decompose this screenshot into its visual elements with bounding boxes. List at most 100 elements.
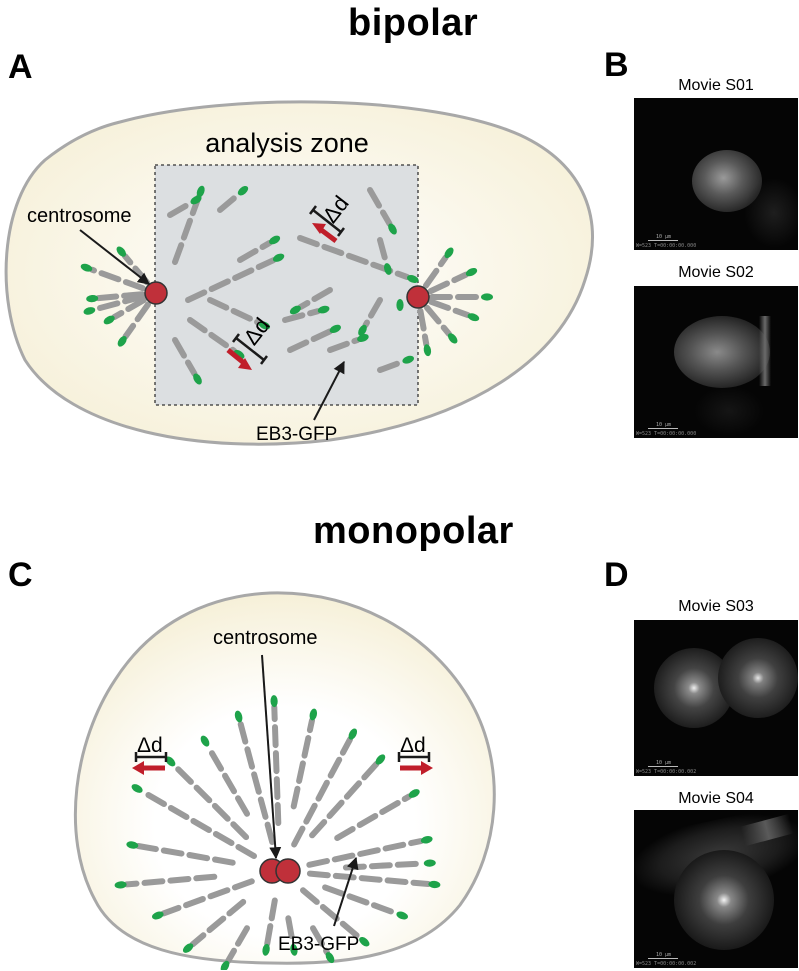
eb3-comet <box>103 315 115 325</box>
microtubule-segment <box>251 771 262 795</box>
microtubule-segment <box>379 800 401 815</box>
eb3-comet <box>423 344 432 357</box>
microtubule-segment <box>401 793 412 802</box>
microtubule-segment <box>122 253 134 266</box>
panel-label-b: B <box>604 46 629 84</box>
microtubule-segment <box>287 339 310 353</box>
eb3-comet <box>182 943 194 953</box>
svg-text:Δd: Δd <box>137 734 163 757</box>
microtubule-segment <box>122 322 137 340</box>
movie-label-s02: Movie S02 <box>678 264 754 281</box>
microtubule-segment <box>410 879 432 887</box>
eb3-pointer <box>313 360 345 421</box>
microtubule-segment <box>172 242 185 265</box>
microtubule-segment <box>331 852 356 863</box>
eb3-comet <box>220 960 230 970</box>
microtubule-segment <box>235 925 250 947</box>
microtubule-segment <box>183 896 206 909</box>
movie-image-s03[interactable]: 10 µm W=523 T=00:00:00.002 <box>634 620 798 776</box>
eb3-comet <box>325 952 335 964</box>
eb3-comet <box>317 305 330 314</box>
microtubule-segment <box>185 289 208 303</box>
microtubule-segment <box>134 301 151 323</box>
eb3-comet <box>237 185 249 196</box>
microtubule-segment <box>121 291 146 299</box>
microtubule-segment <box>111 310 125 320</box>
microtubule-layer <box>89 187 479 377</box>
cell-outline <box>73 591 496 965</box>
microtubule-segment <box>358 875 383 883</box>
microtubule-segment <box>309 819 328 839</box>
eb3-comet <box>420 836 433 844</box>
microtubule-segment <box>384 877 409 885</box>
microtubule-segment <box>273 776 281 800</box>
microtubule-segment <box>421 333 430 348</box>
microtubule-segment <box>451 271 469 284</box>
eb3-comet <box>80 263 93 272</box>
microtubule-segment <box>351 337 361 345</box>
eb3-comet <box>234 710 243 723</box>
microtubule-segment <box>290 785 301 810</box>
eb3-comet <box>193 373 202 385</box>
centrosome-left <box>144 281 168 305</box>
microtubule-segment <box>297 300 311 310</box>
microtubule-segment <box>274 802 282 826</box>
eb3-comet <box>423 859 436 867</box>
movie-image-s04[interactable]: 10 µm W=523 T=00:00:00.002 <box>634 810 798 968</box>
microtubule-segment <box>208 278 231 292</box>
eb3-comet <box>358 324 367 336</box>
microtubule-segment <box>394 860 419 868</box>
eb3-comet <box>165 756 176 767</box>
microtubule-segment <box>211 802 231 822</box>
microtubule-segment <box>123 880 140 888</box>
microtubule-segment <box>95 293 120 302</box>
movie-image-s01[interactable]: 10 µm W=523 T=00:00:00.000 <box>634 98 798 250</box>
microtubule-segment <box>237 248 259 263</box>
microtubule-segment <box>321 243 345 256</box>
eb3-gfp-label: EB3-GFP <box>278 934 359 955</box>
movie-image-s02[interactable]: 10 µm W=523 T=00:00:00.000 <box>634 286 798 438</box>
microtubule-segment <box>346 893 370 906</box>
delta-d-marker-left: Δd <box>132 734 168 775</box>
microtubule-segment <box>230 308 253 322</box>
microtubule-segment <box>301 735 312 759</box>
microtubule-segment <box>272 724 279 749</box>
microtubule-segment <box>264 923 274 947</box>
microtubule-segment <box>327 756 343 779</box>
eb3-tip-layer <box>80 185 493 385</box>
eb3-comet <box>262 943 270 956</box>
eb3-comet <box>190 195 202 205</box>
microtubule-segment <box>382 841 407 852</box>
microtubule-segment <box>377 237 388 261</box>
movie-label-s01: Movie S01 <box>678 77 754 94</box>
microtubule-segment <box>229 346 238 354</box>
microtubule-segment <box>232 267 255 281</box>
microtubule-segment <box>343 780 362 800</box>
microtubule-segment <box>190 818 212 833</box>
microtubule-segment <box>345 252 369 265</box>
microtubule-segment <box>315 779 330 802</box>
microtubule-segment <box>235 844 257 859</box>
eb3-comet <box>402 355 414 364</box>
microtubule-segment <box>357 847 381 857</box>
eb3-comet <box>407 275 419 283</box>
eb3-comet <box>359 936 370 947</box>
microtubule-segment <box>212 831 235 846</box>
centrosome-right <box>406 285 430 309</box>
microtubule-segment <box>437 254 449 268</box>
microtubule-segment <box>167 203 189 218</box>
eb3-gfp-label: EB3-GFP <box>256 424 337 445</box>
microtubule-segment <box>424 304 442 325</box>
microtubule-segment <box>209 750 224 772</box>
microtubule-segment <box>452 307 471 319</box>
microtubule-segment <box>235 795 250 817</box>
eb3-pointer <box>333 856 359 927</box>
movie-label-s03: Movie S03 <box>678 598 754 615</box>
centrosome-label: centrosome <box>213 627 318 649</box>
microtubule-segment <box>380 209 393 227</box>
microtubule-segment <box>167 805 190 820</box>
microtubule-segment <box>319 904 340 922</box>
microtubule-segment <box>141 878 166 886</box>
microtubule-segment <box>306 858 330 868</box>
eb3-comet <box>447 333 458 344</box>
